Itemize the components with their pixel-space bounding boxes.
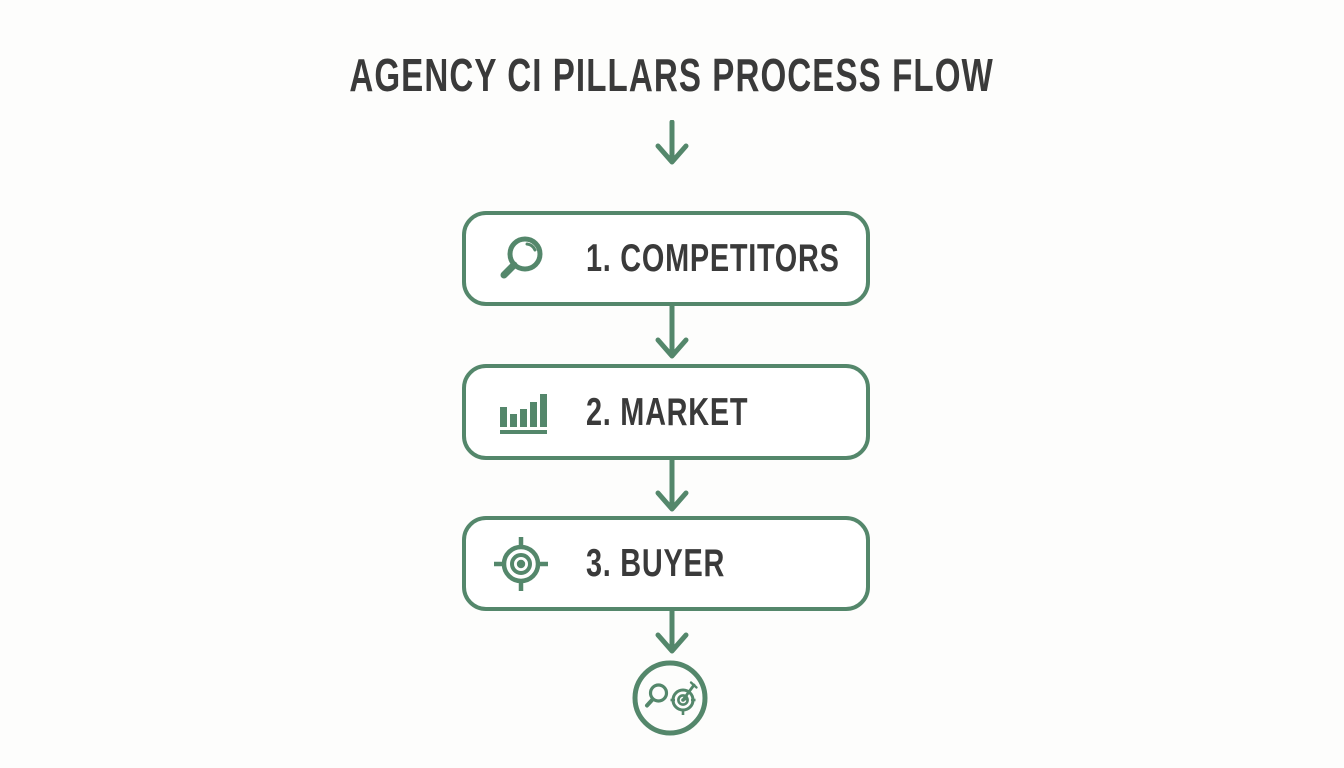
step-box-buyer: 3. BUYER	[462, 516, 870, 611]
step-label: 2. MARKET	[586, 390, 749, 434]
down-arrow-icon	[649, 120, 695, 168]
step-label: 3. BUYER	[586, 542, 726, 585]
down-arrow-icon	[649, 611, 695, 659]
step-label: 1. COMPETITORS	[586, 237, 840, 280]
magnifier-and-target-circle-icon	[630, 658, 710, 738]
page-title: AGENCY CI PILLARS PROCESS FLOW	[0, 52, 1344, 98]
bar-chart-icon	[492, 383, 550, 441]
page-title-text: AGENCY CI PILLARS PROCESS FLOW	[349, 49, 995, 101]
down-arrow-icon	[649, 306, 695, 364]
step-box-competitors: 1. COMPETITORS	[462, 211, 870, 306]
target-icon	[492, 535, 550, 593]
step-box-market: 2. MARKET	[462, 364, 870, 460]
down-arrow-icon	[649, 459, 695, 517]
magnifier-icon	[492, 230, 550, 288]
